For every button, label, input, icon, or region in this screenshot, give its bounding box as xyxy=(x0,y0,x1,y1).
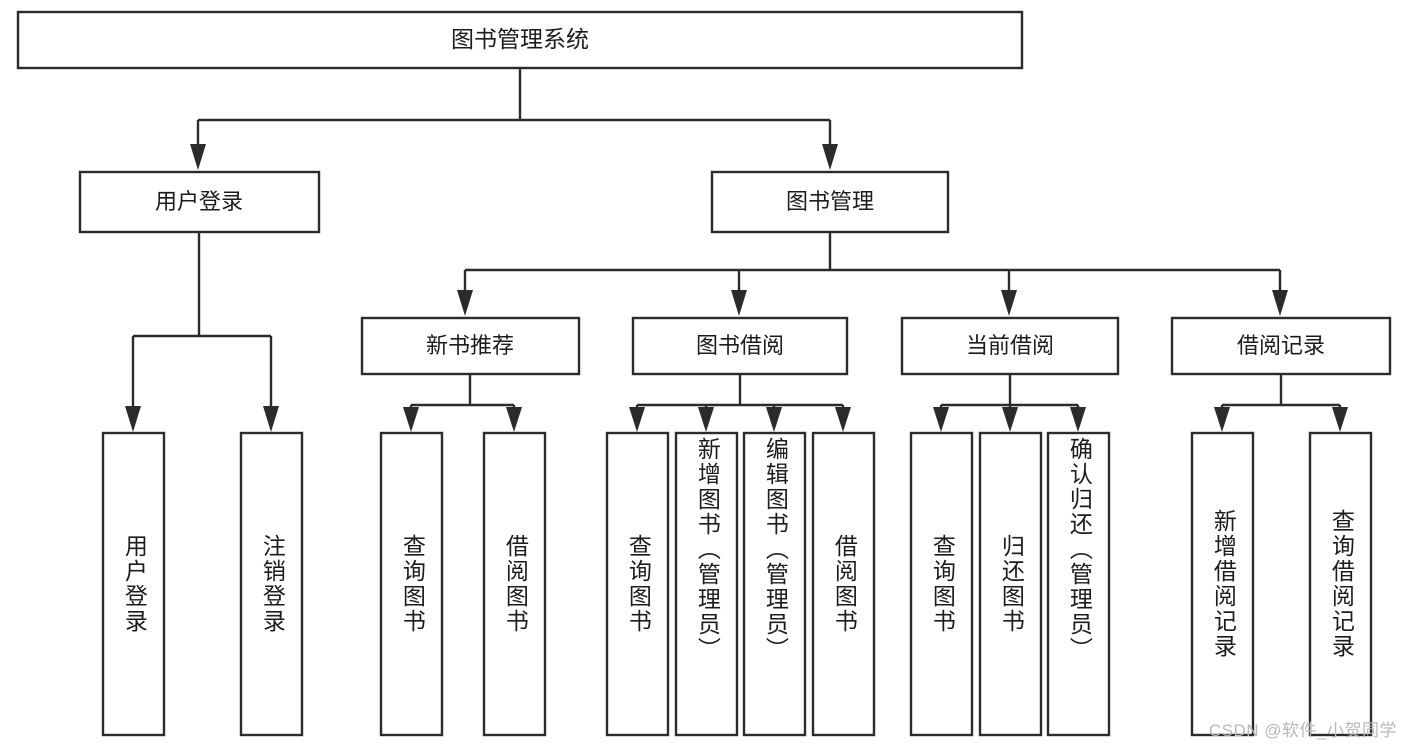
leaf-box-query-book-1[interactable] xyxy=(379,431,444,737)
node-root-label: 图书管理系统 xyxy=(451,26,589,52)
node-new-book-recommend-label: 新书推荐 xyxy=(426,333,514,358)
leaf-box-query-book-2[interactable] xyxy=(605,431,670,737)
node-borrow-record[interactable]: 借阅记录 xyxy=(1170,316,1392,376)
node-current-borrow[interactable]: 当前借阅 xyxy=(900,316,1120,376)
arrow-head-icon xyxy=(506,407,522,432)
node-book-borrow[interactable]: 图书借阅 xyxy=(631,316,849,376)
connector-book-borrow-to-leaves xyxy=(629,374,851,432)
leaf-box-add-borrow-record[interactable] xyxy=(1190,431,1255,737)
arrow-head-icon xyxy=(731,290,747,316)
arrow-head-icon xyxy=(1001,290,1017,316)
node-book-borrow-label: 图书借阅 xyxy=(696,333,784,358)
arrow-head-icon xyxy=(933,407,949,432)
leaf-box-confirm-return[interactable] xyxy=(1046,431,1111,737)
arrow-head-icon xyxy=(766,407,782,432)
arrow-head-icon xyxy=(1332,407,1348,432)
connector-book-management-to-level2 xyxy=(457,232,1288,316)
node-root-box[interactable] xyxy=(16,10,1024,70)
arrow-head-icon xyxy=(835,407,851,432)
arrow-head-icon xyxy=(125,406,141,432)
arrow-head-icon xyxy=(403,407,419,432)
node-borrow-record-label: 借阅记录 xyxy=(1237,333,1325,358)
watermark: CSDN @软件_小贺同学 xyxy=(1208,721,1397,740)
arrow-head-icon xyxy=(1070,407,1086,432)
arrow-head-icon xyxy=(190,144,206,170)
connector-current-borrow-to-leaves xyxy=(933,374,1086,432)
leaf-box-user-login[interactable] xyxy=(101,431,166,737)
leaf-box-return-book[interactable] xyxy=(978,431,1043,737)
node-book-management-label: 图书管理 xyxy=(786,189,874,214)
arrow-head-icon xyxy=(263,406,279,432)
connector-borrow-record-to-leaves xyxy=(1214,374,1348,432)
arrow-head-icon xyxy=(1214,407,1230,432)
node-book-management[interactable]: 图书管理 xyxy=(710,170,950,234)
node-root[interactable]: 图书管理系统 xyxy=(16,10,1024,70)
leaf-box-add-book[interactable] xyxy=(674,431,739,737)
leaf-box-edit-book[interactable] xyxy=(742,431,807,737)
node-user-login-box[interactable] xyxy=(78,170,321,234)
arrow-head-icon xyxy=(457,290,473,316)
node-current-borrow-label: 当前借阅 xyxy=(966,333,1054,358)
arrow-head-icon xyxy=(1272,290,1288,316)
arrow-head-icon xyxy=(822,144,838,170)
leaf-box-borrow-book-1[interactable] xyxy=(482,431,547,737)
node-current-borrow-box[interactable] xyxy=(900,316,1120,376)
node-user-login[interactable]: 用户登录 xyxy=(78,170,321,234)
connector-user-login-to-leaves xyxy=(125,232,279,432)
node-user-login-label: 用户登录 xyxy=(155,189,243,214)
arrow-head-icon xyxy=(1002,407,1018,432)
leaf-box-logout[interactable] xyxy=(239,431,304,737)
connector-root-to-level1 xyxy=(190,68,838,170)
arrow-head-icon xyxy=(629,407,645,432)
arrow-head-icon xyxy=(698,407,714,432)
node-new-book-recommend[interactable]: 新书推荐 xyxy=(360,316,581,376)
connector-new-book-recommend-to-leaves xyxy=(403,374,522,432)
leaf-box-query-book-3[interactable] xyxy=(909,431,974,737)
leaf-box-query-borrow-record[interactable] xyxy=(1308,431,1373,737)
leaf-box-borrow-book-2[interactable] xyxy=(811,431,876,737)
node-new-book-recommend-box[interactable] xyxy=(360,316,581,376)
